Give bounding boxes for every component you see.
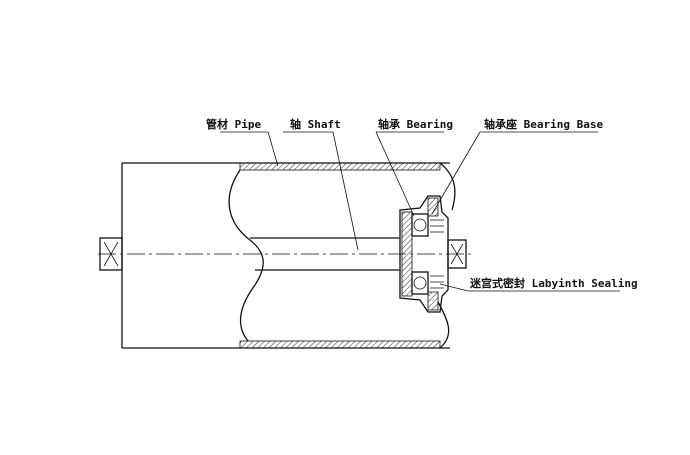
bearing [411,213,429,295]
leader-lines [220,131,620,292]
label-bearing-base: 轴承座 Bearing Base [484,117,603,131]
labyrinth-seal [430,219,444,289]
label-pipe: 管材 Pipe [206,117,261,131]
label-labyrinth-sealing: 迷宫式密封 Labyinth Sealing [469,276,638,290]
label-shaft: 轴 Shaft [290,117,341,131]
bearing-base [399,195,449,313]
label-bearing: 轴承 Bearing [378,117,453,131]
shaft [99,237,467,271]
